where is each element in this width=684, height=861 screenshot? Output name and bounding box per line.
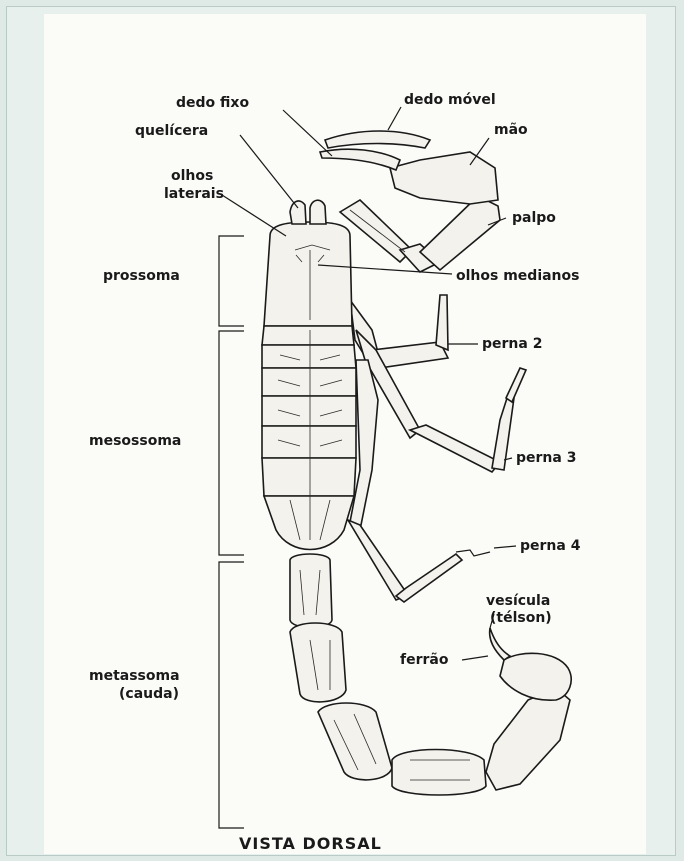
label-vesicula-2: (télson) bbox=[490, 610, 552, 626]
label-palpo: palpo bbox=[512, 210, 556, 226]
label-quelicera: quelícera bbox=[135, 123, 208, 139]
label-prossoma: prossoma bbox=[103, 268, 180, 284]
caption-vista-dorsal: VISTA DORSAL bbox=[239, 834, 382, 853]
label-metassoma-2: (cauda) bbox=[119, 686, 179, 702]
label-perna-2: perna 2 bbox=[482, 336, 542, 352]
bracket-mesossoma bbox=[219, 331, 244, 555]
label-olhos-laterais-2: laterais bbox=[164, 186, 224, 202]
label-metassoma-1: metassoma bbox=[89, 668, 180, 684]
label-vesicula-1: vesícula bbox=[486, 593, 550, 609]
label-mao: mão bbox=[494, 122, 528, 138]
label-dedo-movel: dedo móvel bbox=[404, 92, 496, 108]
bracket-metassoma bbox=[219, 562, 244, 828]
label-mesossoma: mesossoma bbox=[89, 433, 181, 449]
label-perna-4: perna 4 bbox=[520, 538, 581, 554]
leg-4 bbox=[348, 360, 490, 602]
bracket-prossoma bbox=[219, 236, 244, 326]
label-dedo-fixo: dedo fixo bbox=[176, 95, 249, 111]
mesosoma bbox=[262, 326, 356, 550]
label-olhos-laterais-1: olhos bbox=[171, 168, 213, 184]
metasoma bbox=[290, 554, 571, 795]
label-olhos-medianos: olhos medianos bbox=[456, 268, 579, 284]
label-ferrao: ferrão bbox=[400, 652, 449, 668]
prosoma bbox=[264, 222, 352, 326]
label-perna-3: perna 3 bbox=[516, 450, 576, 466]
